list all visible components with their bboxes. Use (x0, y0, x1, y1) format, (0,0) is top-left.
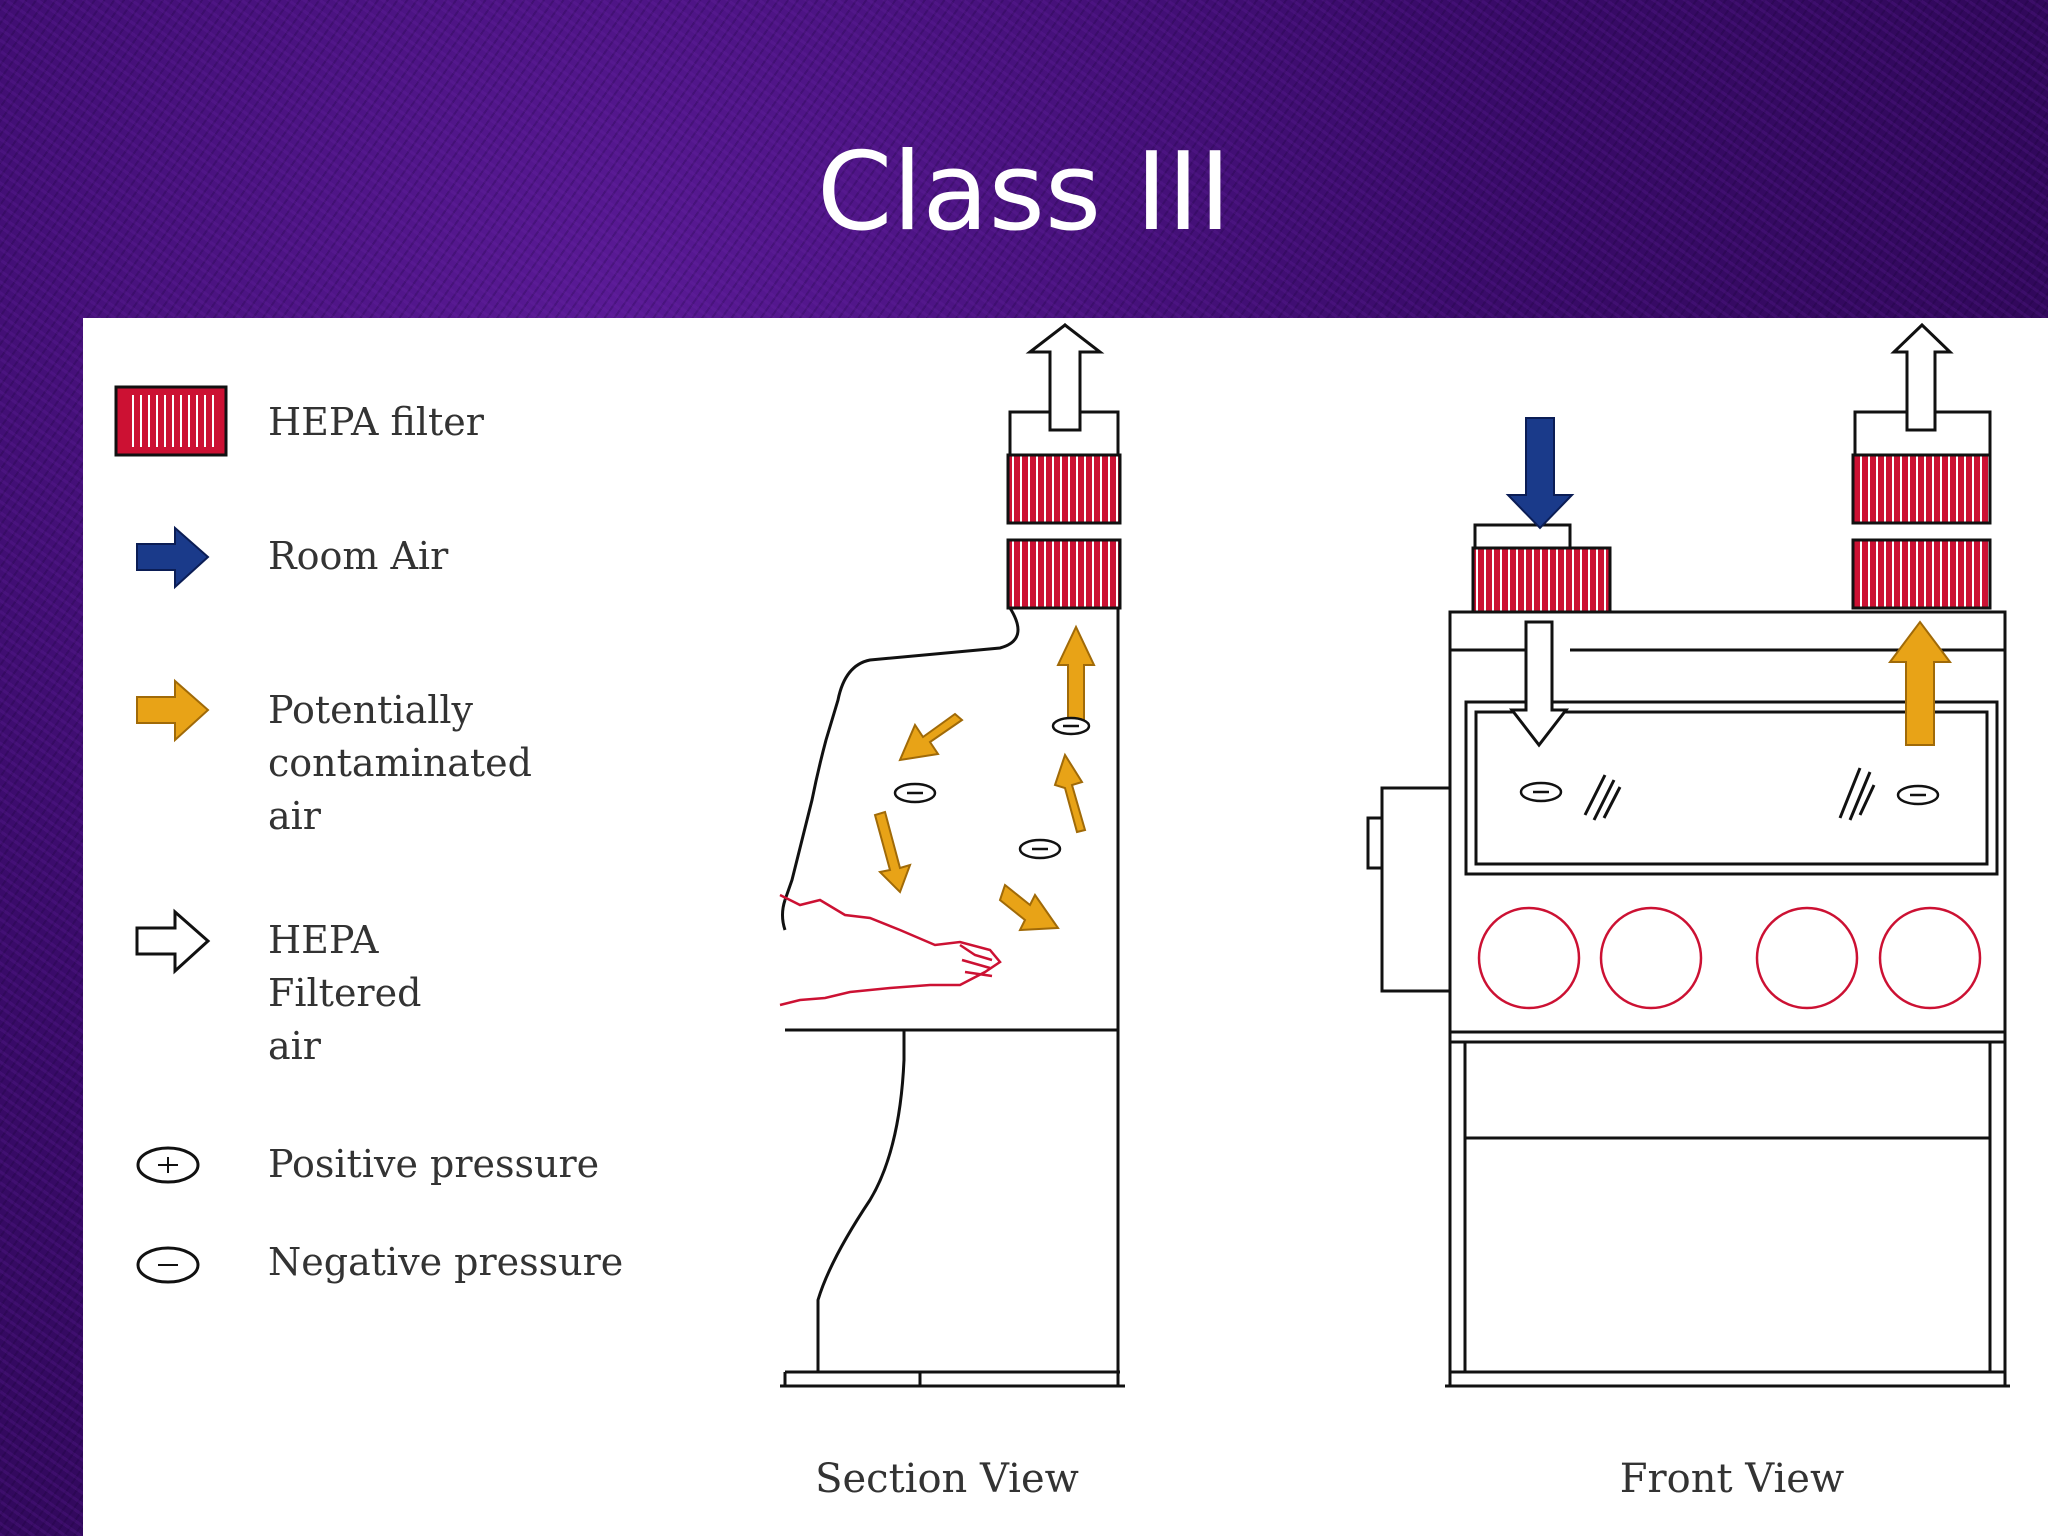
front-room-air-arrow (1505, 417, 1575, 530)
section-view-caption: Section View (815, 1456, 1079, 1502)
section-pressure-markers (893, 716, 1091, 860)
slide-title: Class III (816, 130, 1232, 255)
front-pressure-markers (1519, 781, 1940, 806)
hepa-filter-icon (114, 385, 228, 457)
legend-label-negative-pressure: Negative pressure (268, 1240, 624, 1284)
section-contaminated-air-arrows (873, 624, 1096, 932)
legend-label-contaminated-air: Potentially contaminated air (268, 688, 532, 838)
positive-pressure-icon (136, 1146, 200, 1184)
front-view-drawing (1366, 322, 2010, 1388)
legend-label-hepa-filtered-air: HEPA Filtered air (268, 918, 422, 1068)
negative-pressure-icon (136, 1246, 200, 1284)
legend-label-hepa-filter: HEPA filter (268, 400, 484, 444)
white-arrow-icon (135, 908, 211, 975)
front-contaminated-air-arrow (1888, 620, 1952, 746)
orange-arrow-icon (136, 678, 210, 743)
blue-arrow-icon (136, 525, 210, 590)
front-view-caption: Front View (1619, 1456, 1845, 1502)
legend-label-room-air: Room Air (268, 534, 449, 578)
front-glove-ports (1477, 906, 1982, 1010)
section-glove-arm (779, 893, 1002, 1007)
legend-label-positive-pressure: Positive pressure (268, 1142, 600, 1186)
front-filtered-air-arrow (1508, 620, 1570, 748)
section-view-drawing (780, 322, 1125, 1388)
